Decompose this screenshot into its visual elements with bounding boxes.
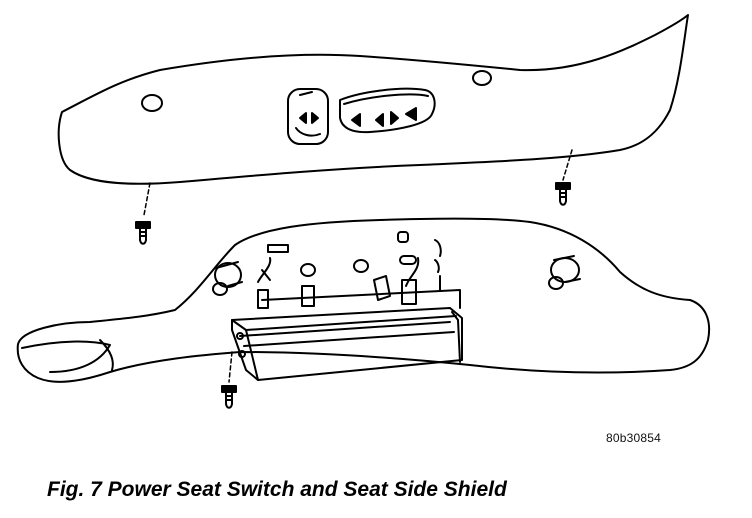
screw-bottom bbox=[221, 385, 237, 409]
alignment-lines bbox=[143, 149, 573, 383]
recliner-switch bbox=[287, 88, 329, 145]
shield-mount-hole bbox=[141, 94, 163, 112]
shield-mount-hole-right bbox=[472, 70, 492, 86]
frame-peg-right bbox=[550, 257, 580, 283]
seat-side-frame bbox=[16, 217, 710, 383]
power-seat-switch-module bbox=[231, 257, 463, 381]
figure-caption: Fig. 7 Power Seat Switch and Seat Side S… bbox=[47, 478, 507, 501]
side-shield-cover bbox=[57, 14, 689, 185]
frame-peg-left bbox=[214, 262, 242, 288]
figure-reference-code: 80b30854 bbox=[606, 431, 661, 445]
seat-adjuster-switch bbox=[339, 87, 436, 134]
screw-left bbox=[135, 221, 151, 245]
screw-right bbox=[555, 182, 571, 206]
